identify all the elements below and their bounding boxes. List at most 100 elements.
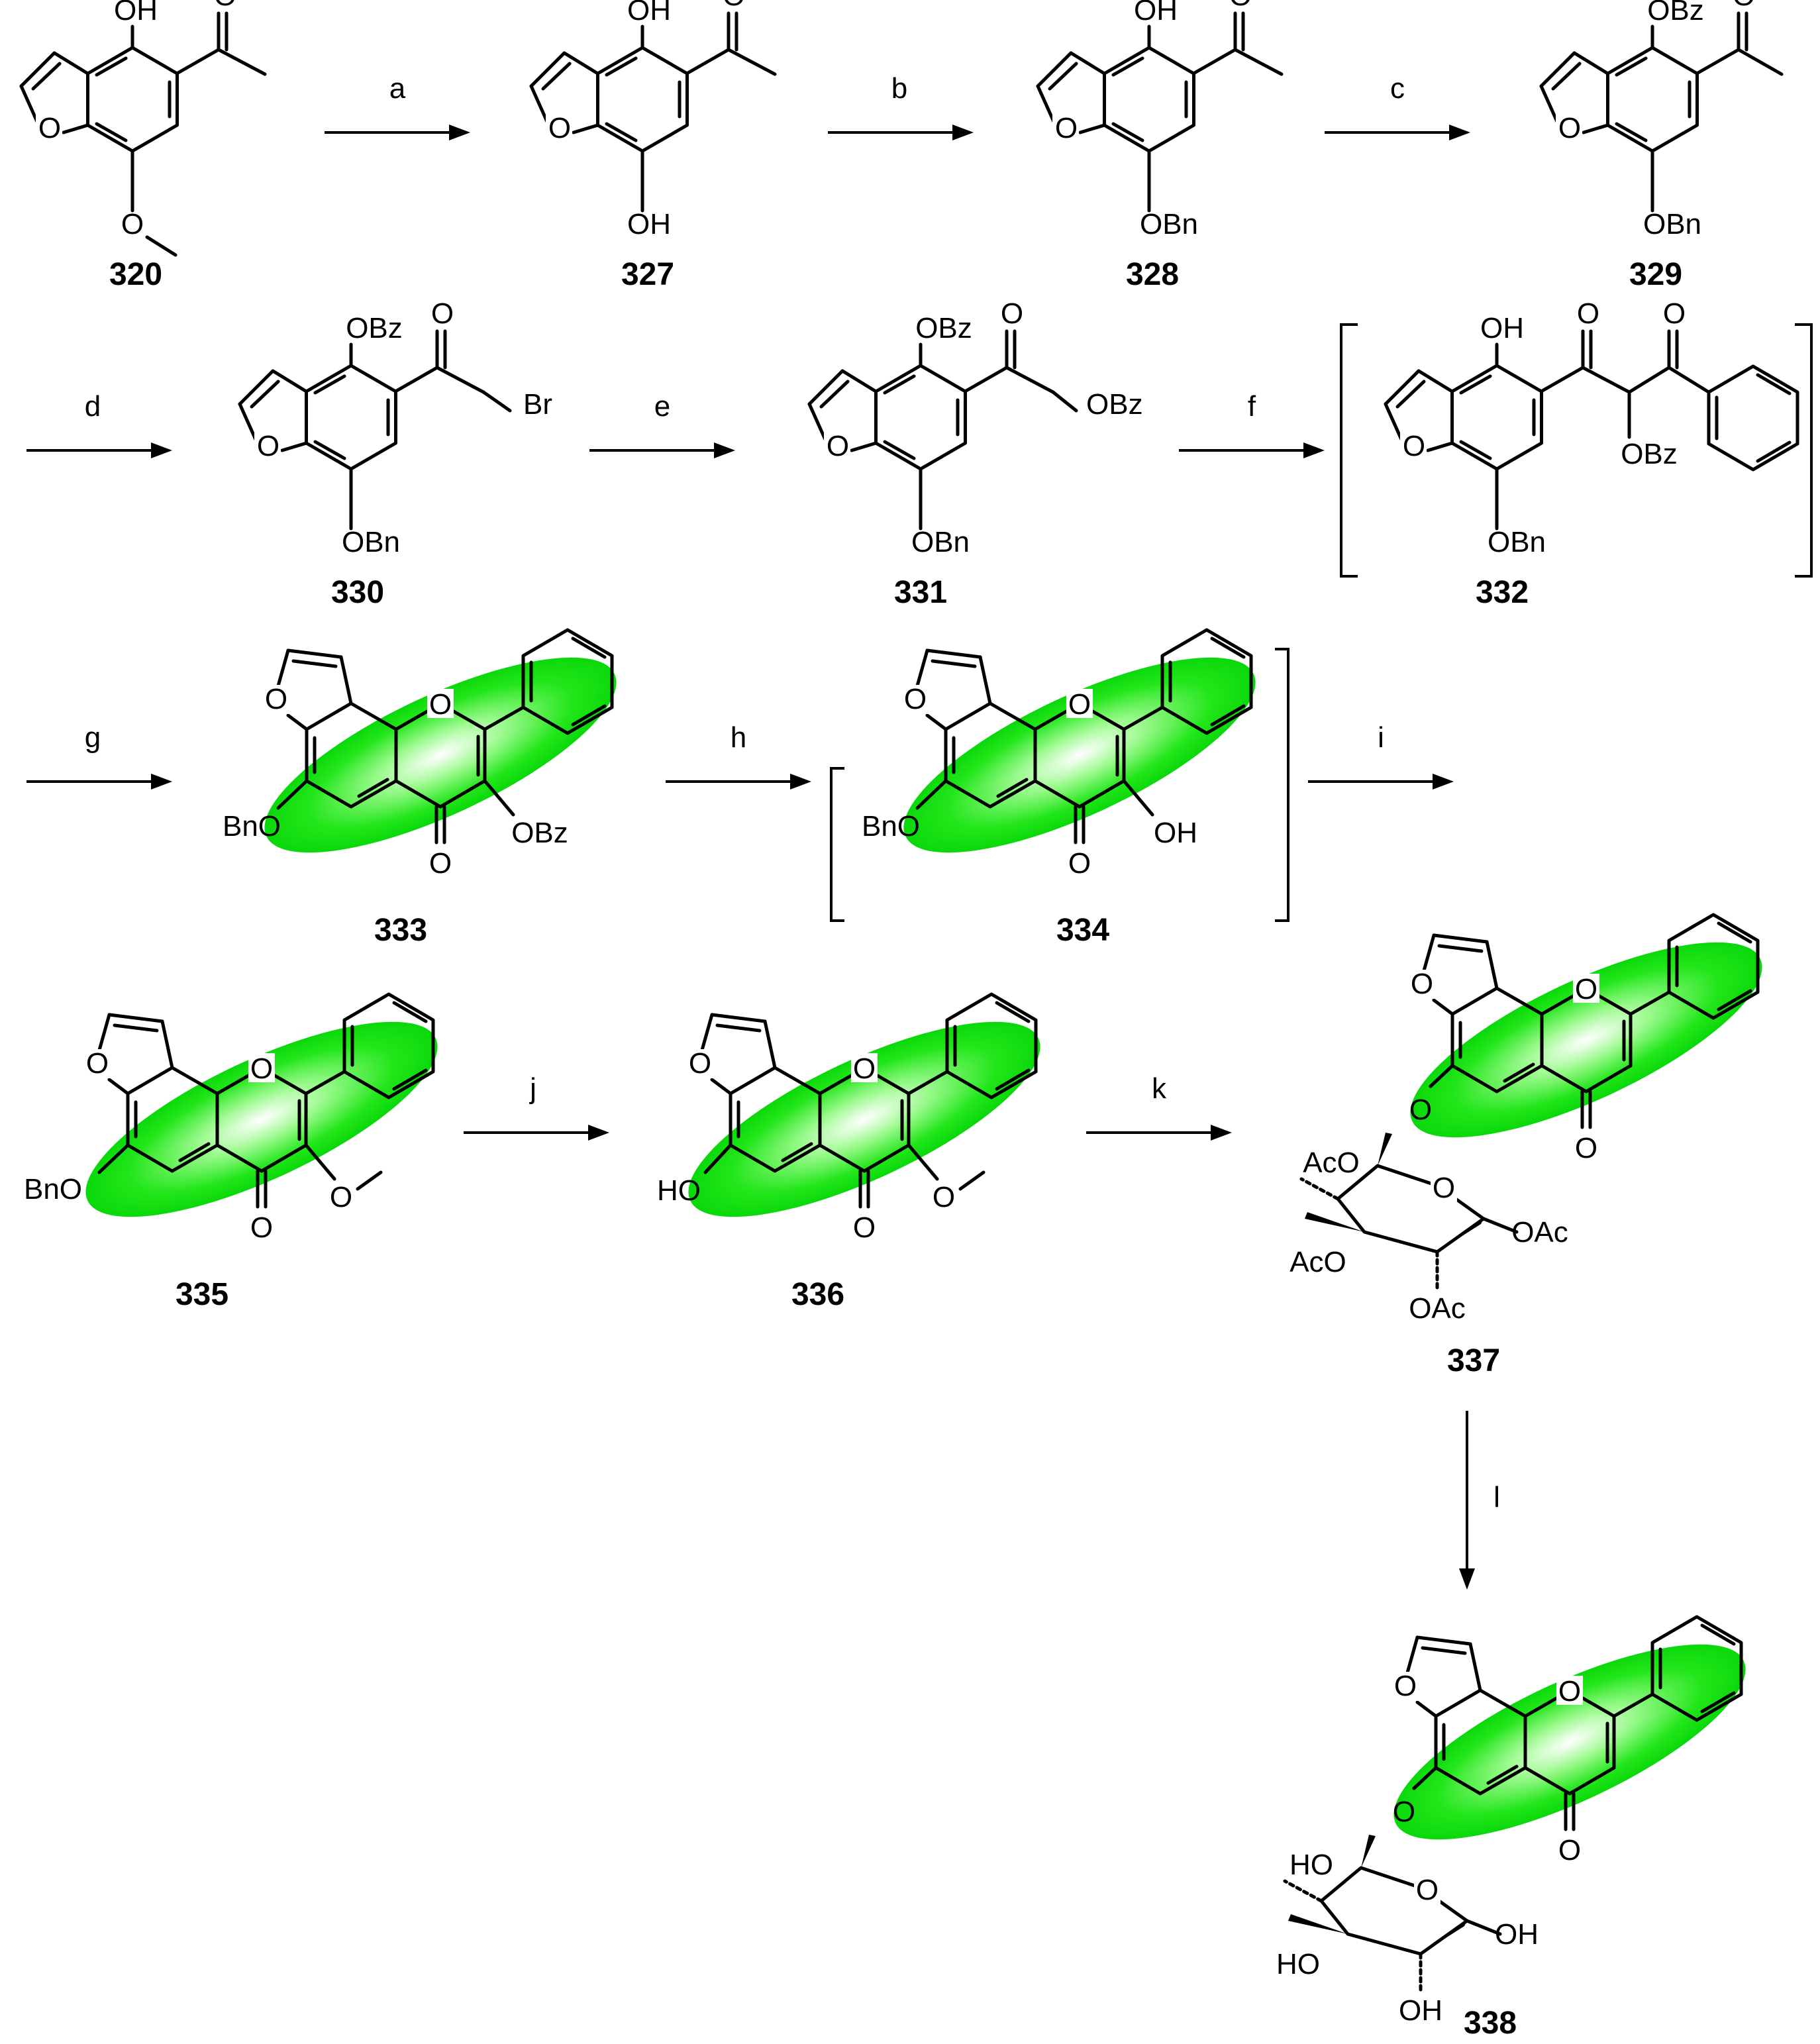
compound-338: O HO HO OH OH O 338 [1276, 1607, 1769, 2041]
step-label: h [731, 721, 746, 754]
step-label: j [529, 1072, 536, 1105]
svg-text:O: O [330, 1181, 352, 1213]
svg-text:OH: OH [1154, 817, 1197, 849]
svg-text:OAc: OAc [1409, 1292, 1466, 1325]
compound-label: 330 [331, 575, 384, 610]
svg-text:HO: HO [657, 1174, 701, 1207]
compound-335: BnO O 335 [24, 984, 461, 1312]
compound-332: OH O OBz O OBn 332 [1340, 297, 1813, 610]
svg-text:O: O [723, 0, 745, 12]
svg-text:OH: OH [1480, 312, 1524, 344]
svg-text:O: O [1001, 297, 1023, 330]
compound-label: 327 [621, 257, 674, 292]
svg-text:O: O [1577, 297, 1599, 330]
arrow-step-c: c [1325, 72, 1470, 140]
step-label: g [85, 721, 101, 754]
arrow-step-j: j [464, 1072, 609, 1141]
compound-327: OH O OH 327 [531, 0, 777, 292]
arrow-step-i: i [1308, 721, 1454, 790]
compound-330: OBz O Br OBn 330 [240, 297, 552, 610]
svg-text:OH: OH [1134, 0, 1178, 26]
svg-text:HO: HO [1276, 1948, 1320, 1980]
svg-text:O: O [431, 297, 454, 330]
compound-label: 331 [894, 575, 947, 610]
compound-label: 337 [1447, 1343, 1500, 1378]
svg-text:O: O [933, 1181, 955, 1213]
svg-text:OAc: OAc [1511, 1216, 1568, 1249]
svg-text:BnO: BnO [223, 810, 281, 843]
svg-text:O: O [1663, 297, 1686, 330]
svg-text:O: O [121, 208, 144, 240]
arrow-step-l: l [1459, 1411, 1500, 1590]
compound-320: OH O O 320 [21, 0, 267, 292]
svg-text:Br: Br [523, 388, 552, 421]
compound-label: 333 [374, 913, 427, 948]
svg-text:BnO: BnO [862, 810, 920, 843]
bracket-left [1340, 323, 1358, 578]
svg-text:OBz: OBz [1621, 438, 1678, 470]
step-label: b [891, 72, 907, 105]
svg-text:OH: OH [627, 0, 671, 26]
step-label: l [1493, 1481, 1500, 1513]
compound-label: 335 [176, 1277, 228, 1312]
svg-text:O: O [1733, 0, 1755, 12]
bracket-right [1795, 323, 1813, 578]
compound-337: O AcO AcO OAc OAc O 337 [1289, 905, 1786, 1378]
compound-label: 328 [1126, 257, 1179, 292]
svg-text:OBz: OBz [1647, 0, 1704, 26]
step-label: d [85, 390, 101, 423]
step-label: a [389, 72, 406, 105]
compound-label: 320 [109, 257, 162, 292]
step-label: k [1152, 1072, 1167, 1105]
arrow-step-a: a [325, 72, 470, 140]
svg-text:OBz: OBz [1086, 388, 1143, 421]
compound-331: OBz O OBz OBn 331 [809, 297, 1143, 610]
arrow-step-e: e [589, 390, 735, 458]
arrow-step-k: k [1086, 1072, 1232, 1141]
compound-label: 329 [1629, 257, 1682, 292]
svg-text:OH: OH [1399, 1994, 1442, 2027]
svg-text:O: O [1416, 1874, 1439, 1906]
arrow-step-b: b [828, 72, 974, 140]
compound-label: 338 [1464, 2006, 1517, 2041]
svg-text:O: O [1409, 1094, 1432, 1126]
svg-text:OBn: OBn [911, 526, 970, 558]
svg-text:O: O [1229, 0, 1252, 12]
svg-text:O: O [1393, 1796, 1415, 1828]
svg-text:OBn: OBn [1488, 526, 1546, 558]
step-label: c [1390, 72, 1405, 105]
arrow-step-h: h [666, 721, 811, 790]
svg-text:OH: OH [1495, 1918, 1539, 1951]
bracket-left [830, 767, 844, 922]
arrow-step-f: f [1179, 390, 1325, 458]
svg-text:OBn: OBn [342, 526, 400, 558]
compound-333: BnO OBz 333 [223, 620, 640, 948]
svg-text:O: O [1433, 1172, 1455, 1204]
svg-text:HO: HO [1289, 1849, 1333, 1881]
step-label: e [654, 390, 670, 423]
step-label: i [1378, 721, 1384, 754]
arrow-step-d: d [26, 390, 172, 458]
svg-text:OH: OH [627, 208, 671, 240]
svg-text:BnO: BnO [24, 1173, 82, 1205]
svg-text:OBz: OBz [915, 312, 972, 344]
svg-text:AcO: AcO [1289, 1246, 1346, 1278]
step-label: f [1248, 390, 1256, 423]
compound-329: OBz O OBn 329 [1541, 0, 1784, 292]
svg-text:O: O [214, 0, 236, 12]
compound-label: 336 [791, 1277, 844, 1312]
compound-334: BnO OH 334 [830, 620, 1289, 948]
compound-336: HO O 336 [657, 984, 1064, 1312]
arrow-step-g: g [26, 721, 172, 790]
compound-label: 334 [1056, 913, 1109, 948]
svg-text:AcO: AcO [1303, 1147, 1360, 1179]
svg-text:OBz: OBz [346, 312, 403, 344]
bracket-right [1275, 648, 1289, 922]
svg-text:OBn: OBn [1643, 208, 1701, 240]
svg-text:OH: OH [114, 0, 158, 26]
svg-text:OBn: OBn [1140, 208, 1198, 240]
compound-label: 332 [1476, 575, 1529, 610]
svg-text:OBz: OBz [511, 817, 568, 849]
compound-328: OH O OBn 328 [1038, 0, 1284, 292]
